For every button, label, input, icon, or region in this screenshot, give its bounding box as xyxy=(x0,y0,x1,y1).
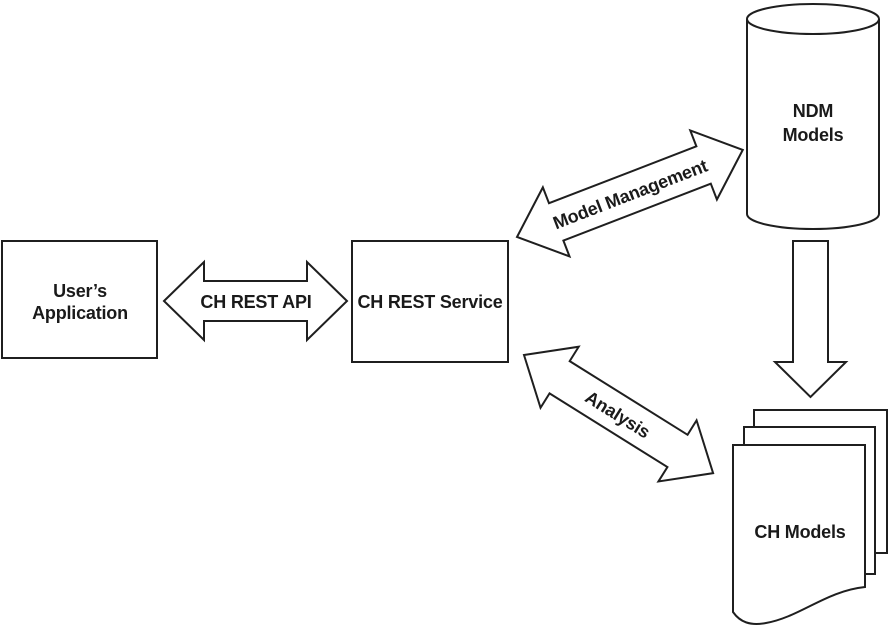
user-application-label-line1: User’s xyxy=(53,281,107,301)
ndm-models-cylinder-body xyxy=(746,19,880,230)
ndm-models-label-line1: NDM xyxy=(793,101,833,121)
model-management-double-arrow-shape xyxy=(515,128,745,259)
node-user-application: User’s Application xyxy=(1,240,158,359)
node-ch-rest-service: CH REST Service xyxy=(351,240,509,363)
connector-analysis: Analysis xyxy=(522,345,715,483)
ch-rest-api-label: CH REST API xyxy=(200,292,311,312)
user-application-label-line2: Application xyxy=(32,303,128,323)
down-arrow-shape xyxy=(772,240,849,399)
connector-model-management: Model Management xyxy=(515,128,745,259)
ndm-models-label-line2: Models xyxy=(783,125,844,145)
connector-ndm-to-ch-models xyxy=(772,240,849,399)
node-ch-models: CH Models xyxy=(732,409,888,625)
user-application-box xyxy=(1,240,158,359)
analysis-double-arrow-shape xyxy=(522,345,715,483)
connector-ch-rest-api: CH REST API xyxy=(162,259,349,343)
ch-models-document-front xyxy=(732,444,866,625)
node-ndm-models: NDM Models xyxy=(746,3,880,230)
ndm-models-cylinder-top xyxy=(746,3,880,35)
ch-models-label: CH Models xyxy=(754,522,845,542)
ch-rest-service-label: CH REST Service xyxy=(357,292,502,312)
ch-rest-service-box xyxy=(351,240,509,363)
ch-rest-api-double-arrow-shape xyxy=(162,259,349,343)
